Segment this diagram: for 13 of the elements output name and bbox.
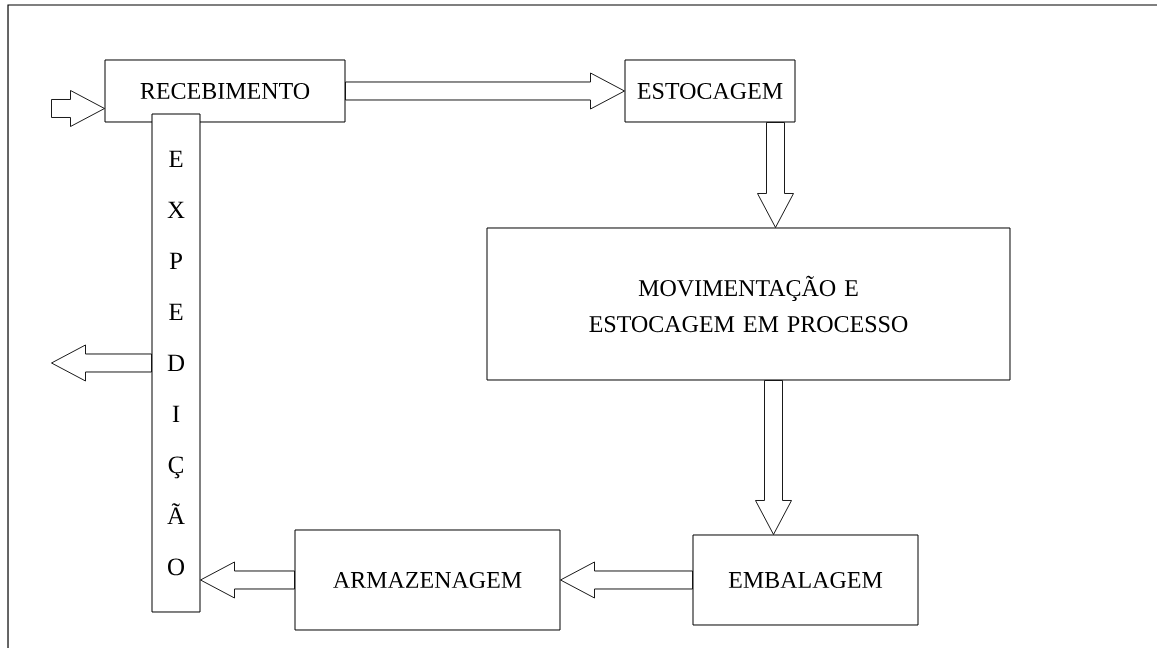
process-box: RECEBIMENTO	[104, 59, 346, 123]
hollow-arrow	[200, 561, 295, 599]
process-box: ESTOCAGEM	[624, 59, 796, 123]
hollow-arrow	[51, 344, 152, 382]
hollow-arrow	[755, 380, 792, 535]
process-box: EMBALAGEM	[692, 534, 919, 626]
process-box: MOVIMENTAÇÃO E ESTOCAGEM EM PROCESSO	[486, 227, 1011, 381]
hollow-arrow	[51, 90, 105, 127]
process-box: ARMAZENAGEM	[294, 529, 561, 631]
vertical-process-box: EXPEDIÇÃO	[151, 113, 201, 613]
hollow-arrow	[345, 72, 625, 110]
hollow-arrow	[560, 561, 693, 599]
hollow-arrow	[757, 122, 794, 228]
